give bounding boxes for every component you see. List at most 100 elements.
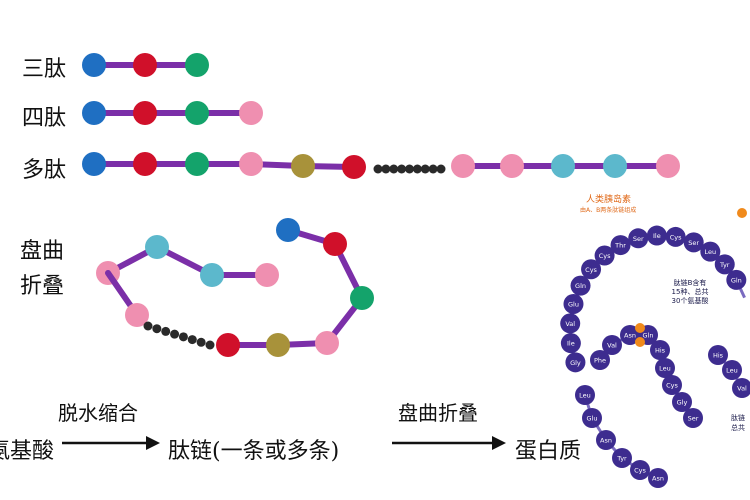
protein-residue-bead [563, 293, 584, 314]
folded-bottom-bead [315, 331, 339, 355]
polypeptide-b-bead [656, 154, 680, 178]
folded-bead [125, 303, 149, 327]
folded-top-bead [145, 235, 169, 259]
label-amino-acid: 氨基酸 [0, 439, 55, 464]
protein-residue-bead [708, 345, 728, 365]
tetrapeptide-bead [239, 101, 263, 125]
label-polypeptide: 多肽 [22, 158, 67, 183]
polypeptide-a-bead [342, 155, 366, 179]
protein-residue-bead [683, 232, 704, 253]
protein-residue-label: Leu [579, 392, 591, 400]
protein-residue-label: Gly [570, 359, 581, 367]
protein-residue-label: Asn [600, 437, 612, 445]
ellipsis-dot [397, 164, 407, 174]
protein-residue-label: Tyr [616, 455, 627, 463]
step-folding: 盘曲折叠 [398, 401, 478, 425]
ellipsis-dot [143, 321, 153, 331]
tetrapeptide-bead [133, 101, 157, 125]
step-condensation: 脱水缩合 [58, 401, 138, 425]
protein-residue-label: Ile [567, 340, 575, 348]
protein-residue-bead [610, 235, 631, 256]
protein-residue-label: Asn [652, 475, 664, 483]
insulin-title: 人类胰岛素 [586, 195, 632, 205]
protein-residue-label: Thr [614, 242, 626, 250]
polypeptide-b-bead [603, 154, 627, 178]
folded-bottom-bead [323, 232, 347, 256]
protein-residue-label: Leu [659, 365, 671, 373]
ellipsis-dot [205, 340, 215, 350]
polypeptide-a-bead [185, 152, 209, 176]
tetrapeptide-bead [185, 101, 209, 125]
label-coil: 盘曲 [20, 239, 65, 264]
protein-residue-label: Val [607, 342, 617, 350]
insulin-note2-line1: 肽链 [731, 413, 745, 422]
polypeptide-a-bead [133, 152, 157, 176]
polypeptide-b-bead [451, 154, 475, 178]
protein-residue-bead [700, 241, 721, 262]
ellipsis-dot [436, 164, 446, 174]
tripeptide-bead [133, 53, 157, 77]
protein-residue-bead [582, 408, 602, 428]
polypeptide-b-bead [500, 154, 524, 178]
protein-residue-bead [732, 378, 750, 398]
tripeptide-bead [185, 53, 209, 77]
protein-residue-label: Phe [594, 357, 606, 365]
insulin-note-line3: 30个氨基酸 [672, 296, 709, 305]
protein-residue-bead [560, 313, 581, 334]
protein-residue-label: Gly [677, 399, 688, 407]
ellipsis-dot [152, 324, 162, 334]
protein-residue-bead [655, 358, 675, 378]
protein-residue-bead [620, 325, 640, 345]
folded-bottom-bead [276, 218, 300, 242]
folded-bottom-bead [350, 286, 374, 310]
protein-residue-label: His [655, 347, 666, 355]
ellipsis-dot [170, 329, 180, 339]
protein-residue-bead [590, 350, 610, 370]
protein-residue-bead [648, 468, 668, 488]
polypeptide-a-bead [239, 152, 263, 176]
protein-residue-label: Gln [731, 276, 742, 284]
label-fold: 折叠 [20, 274, 65, 299]
protein-residue-bead [726, 269, 747, 290]
label-tripeptide: 三肽 [22, 57, 67, 82]
protein-residue-bead [575, 385, 595, 405]
ellipsis-dot [373, 164, 383, 174]
arrow-head-1 [146, 436, 160, 450]
protein-residue-label: His [713, 352, 724, 360]
polypeptide-a-bead [291, 154, 315, 178]
protein-residue-bead [650, 340, 670, 360]
folded-top-bead [255, 263, 279, 287]
protein-residue-label: Cys [599, 252, 611, 260]
disulfide-marker [635, 323, 645, 333]
protein-residue-label: Cys [666, 382, 678, 390]
ellipsis-dot [381, 164, 391, 174]
ellipsis-dot [389, 164, 399, 174]
protein-residue-label: Gln [575, 282, 586, 290]
label-protein: 蛋白质 [515, 439, 582, 464]
folded-top-bead [200, 263, 224, 287]
tetrapeptide-bead [82, 101, 106, 125]
protein-residue-bead [570, 275, 591, 296]
protein-residue-label: Val [565, 320, 575, 328]
protein-residue-bead [596, 430, 616, 450]
protein-residue-bead [612, 448, 632, 468]
ellipsis-dot [412, 164, 422, 174]
insulin-note2-line2: 总共 [731, 423, 745, 432]
protein-residue-label: Ser [688, 415, 699, 423]
insulin-note-line2: 15种、总共 [672, 287, 709, 296]
protein-residue-label: Cys [585, 266, 597, 274]
protein-residue-label: Cys [670, 233, 682, 241]
protein-residue-label: Glu [587, 415, 598, 423]
protein-residue-bead [594, 245, 615, 266]
protein-residue-bead [683, 408, 703, 428]
protein-residue-bead [722, 360, 742, 380]
label-peptide-chain: 肽链(一条或多条) [168, 439, 340, 464]
label-tetrapeptide: 四肽 [22, 106, 67, 131]
protein-residue-bead [672, 392, 692, 412]
protein-residue-label: Tyr [719, 261, 730, 269]
protein-residue-bead [646, 225, 667, 246]
protein-residue-label: Cys [634, 467, 646, 475]
protein-residue-bead [581, 259, 602, 280]
protein-residue-label: Gln [643, 332, 654, 340]
